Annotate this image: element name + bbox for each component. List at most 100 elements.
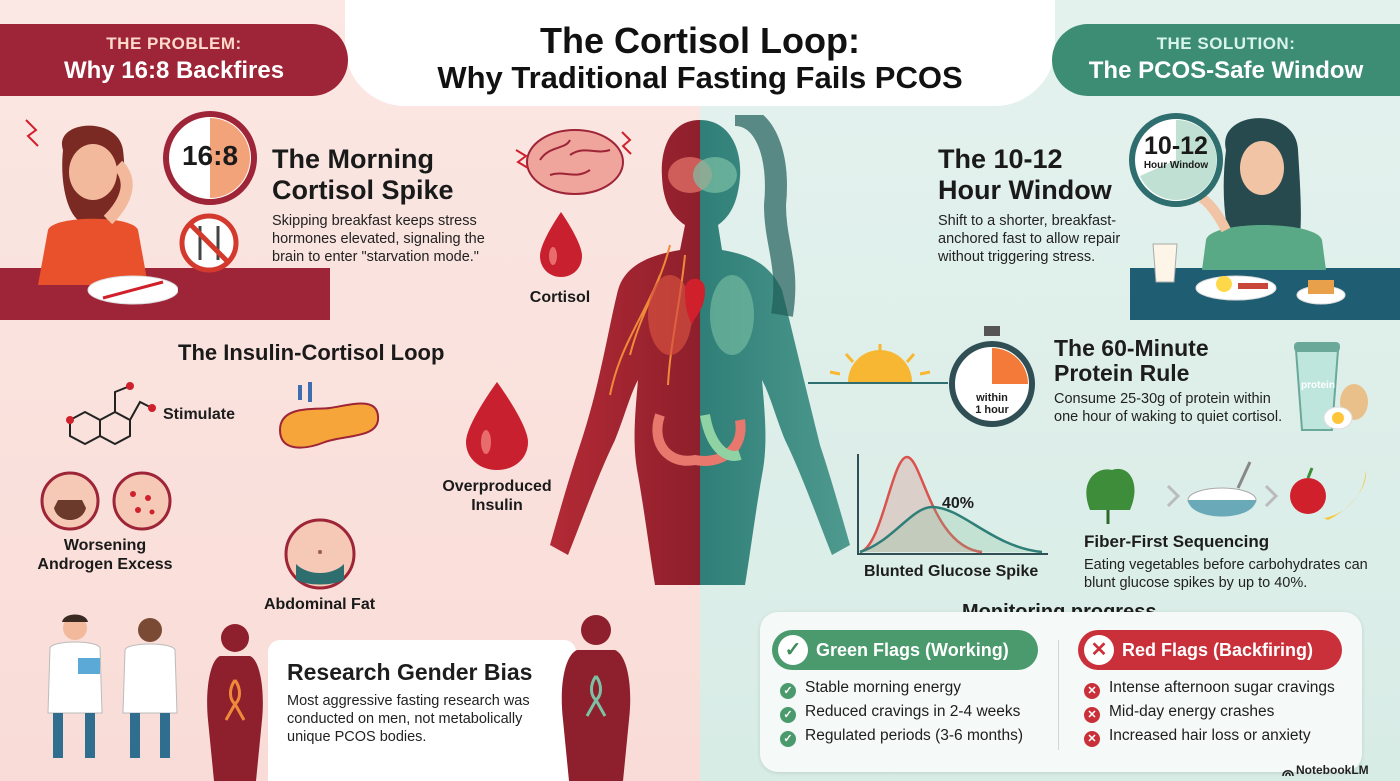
window-body-line: without triggering stress. <box>938 249 1096 265</box>
loop-title: The Insulin-Cortisol Loop <box>178 340 445 365</box>
androgen-label-line1: Worsening <box>63 537 147 554</box>
red-flag-item: ✕ Increased hair loss or anxiety <box>1084 726 1311 747</box>
red-flag-text: Mid-day energy crashes <box>1109 703 1275 720</box>
cortisol-drop-icon <box>540 212 582 277</box>
x-icon: ✕ <box>1084 707 1100 723</box>
check-icon: ✓ <box>778 635 808 665</box>
green-flag-item: ✓ Stable morning energy <box>780 678 961 699</box>
fiber-title: Fiber-First Sequencing <box>1084 532 1270 551</box>
morning-spike-body-line: hormones elevated, signaling the <box>272 231 485 247</box>
window-clock-caption: Hour Window <box>1143 160 1209 171</box>
protein-body-line: one hour of waking to quiet cortisol. <box>1054 409 1283 425</box>
morning-spike-title: The Morning Cortisol Spike <box>272 144 454 206</box>
red-flag-item: ✕ Intense afternoon sugar cravings <box>1084 678 1335 699</box>
check-icon: ✓ <box>780 683 796 699</box>
brain-icon <box>515 129 632 195</box>
stopwatch-icon <box>949 326 1035 427</box>
page-title: The Cortisol Loop: <box>540 20 860 61</box>
doctors-illustration <box>47 614 178 758</box>
glucose-label: Blunted Glucose Spike <box>864 563 1039 580</box>
solution-banner: THE SOLUTION: The PCOS-Safe Window <box>1052 24 1400 96</box>
problem-kicker: THE PROBLEM: <box>106 34 242 53</box>
window-clock-value: 10-12 <box>1144 132 1208 160</box>
protein-title-line2: Protein Rule <box>1054 360 1190 386</box>
window-body: Shift to a shorter, breakfast- anchored … <box>938 212 1120 266</box>
green-flag-item: ✓ Regulated periods (3-6 months) <box>780 726 1023 747</box>
red-flag-text: Intense afternoon sugar cravings <box>1109 679 1335 696</box>
insulin-drop-icon <box>466 382 528 470</box>
pancreas-icon <box>278 382 380 449</box>
window-clock-icon <box>1129 113 1223 207</box>
clock-icon <box>163 111 257 205</box>
x-icon: ✕ <box>1084 731 1100 747</box>
androgen-label: Worsening Androgen Excess <box>20 536 190 574</box>
research-body-line: unique PCOS bodies. <box>287 729 427 745</box>
glucose-curve-illustration <box>857 454 1048 555</box>
window-title-line1: The 10-12 <box>938 144 1063 174</box>
body-silhouette-illustration <box>550 115 850 585</box>
watermark: NotebookLM <box>1296 763 1369 777</box>
insulin-label-line2: Insulin <box>471 497 523 514</box>
research-body: Most aggressive fasting research was con… <box>287 692 530 746</box>
androgen-icons <box>40 471 172 531</box>
red-flag-item: ✕ Mid-day energy crashes <box>1084 702 1274 723</box>
x-icon: ✕ <box>1084 635 1114 665</box>
problem-title: Why 16:8 Backfires <box>63 57 285 84</box>
protein-body: Consume 25-30g of protein within one hou… <box>1054 390 1282 426</box>
morning-spike-body-line: Skipping breakfast keeps stress <box>272 213 477 229</box>
check-icon: ✓ <box>780 707 796 723</box>
stopwatch-label-line2: 1 hour <box>975 404 1009 416</box>
morning-spike-body: Skipping breakfast keeps stress hormones… <box>272 212 485 266</box>
page-subtitle: Why Traditional Fasting Fails PCOS <box>437 60 963 95</box>
window-title-line2: Hour Window <box>938 175 1112 205</box>
red-flags-header: ✕ Red Flags (Backfiring) <box>1078 630 1342 670</box>
research-title: Research Gender Bias <box>287 659 533 685</box>
problem-banner: THE PROBLEM: Why 16:8 Backfires <box>0 24 348 96</box>
female-silhouette-ribbon-teal <box>561 615 631 781</box>
green-flag-text: Reduced cravings in 2-4 weeks <box>805 703 1021 720</box>
protein-shake-icon <box>1294 342 1368 431</box>
check-icon: ✓ <box>780 731 796 747</box>
protein-title: The 60-Minute Protein Rule <box>1054 336 1209 386</box>
fiber-body-line: Eating vegetables before carbohydrates c… <box>1084 557 1368 573</box>
window-body-line: Shift to a shorter, breakfast- <box>938 213 1117 229</box>
androgen-label-line2: Androgen Excess <box>37 556 173 573</box>
abdominal-fat-label: Abdominal Fat <box>263 596 376 613</box>
solution-kicker: THE SOLUTION: <box>1156 34 1296 53</box>
green-flag-text: Regulated periods (3-6 months) <box>805 727 1023 744</box>
insulin-label: Overproduced Insulin <box>432 477 562 515</box>
breakfast-woman-illustration <box>1195 118 1346 305</box>
stopwatch-label: within 1 hour <box>944 392 1040 416</box>
hormone-molecule-icon <box>66 382 156 446</box>
protein-shake-label: protein <box>1301 380 1335 391</box>
no-eating-icon <box>179 213 239 273</box>
stopwatch-label-line1: within <box>976 392 1008 404</box>
morning-spike-body-line: brain to enter "starvation mode." <box>272 249 479 265</box>
fiber-body: Eating vegetables before carbohydrates c… <box>1084 556 1368 592</box>
female-silhouette-ribbon-red <box>207 624 263 781</box>
protein-title-line1: The 60-Minute <box>1054 335 1209 361</box>
morning-spike-title-line1: The Morning <box>272 144 434 174</box>
stressed-woman-illustration <box>25 119 178 305</box>
research-body-line: Most aggressive fasting research was <box>287 693 530 709</box>
abdomen-icon <box>284 518 356 590</box>
milk-glass-icon <box>1152 243 1178 283</box>
window-body-line: anchored fast to allow repair <box>938 231 1121 247</box>
morning-spike-title-line2: Cortisol Spike <box>272 175 454 205</box>
red-flags-title: Red Flags (Backfiring) <box>1122 640 1314 660</box>
green-flag-text: Stable morning energy <box>805 679 961 696</box>
solution-title: The PCOS-Safe Window <box>1088 57 1364 84</box>
stimulate-label: Stimulate <box>163 406 236 423</box>
title-card <box>345 0 1055 106</box>
green-flags-header: ✓ Green Flags (Working) <box>772 630 1038 670</box>
green-flags-title: Green Flags (Working) <box>816 640 1009 660</box>
fiber-body-line: blunt glucose spikes by up to 40%. <box>1084 575 1308 591</box>
red-flag-text: Increased hair loss or anxiety <box>1109 727 1311 744</box>
cortisol-label: Cortisol <box>529 289 591 306</box>
green-flag-item: ✓ Reduced cravings in 2-4 weeks <box>780 702 1020 723</box>
clock-label: 16:8 <box>181 140 239 171</box>
x-icon: ✕ <box>1084 683 1100 699</box>
glucose-percent: 40% <box>942 495 975 512</box>
fiber-sequence-icons <box>1086 461 1367 524</box>
research-card <box>268 640 576 781</box>
